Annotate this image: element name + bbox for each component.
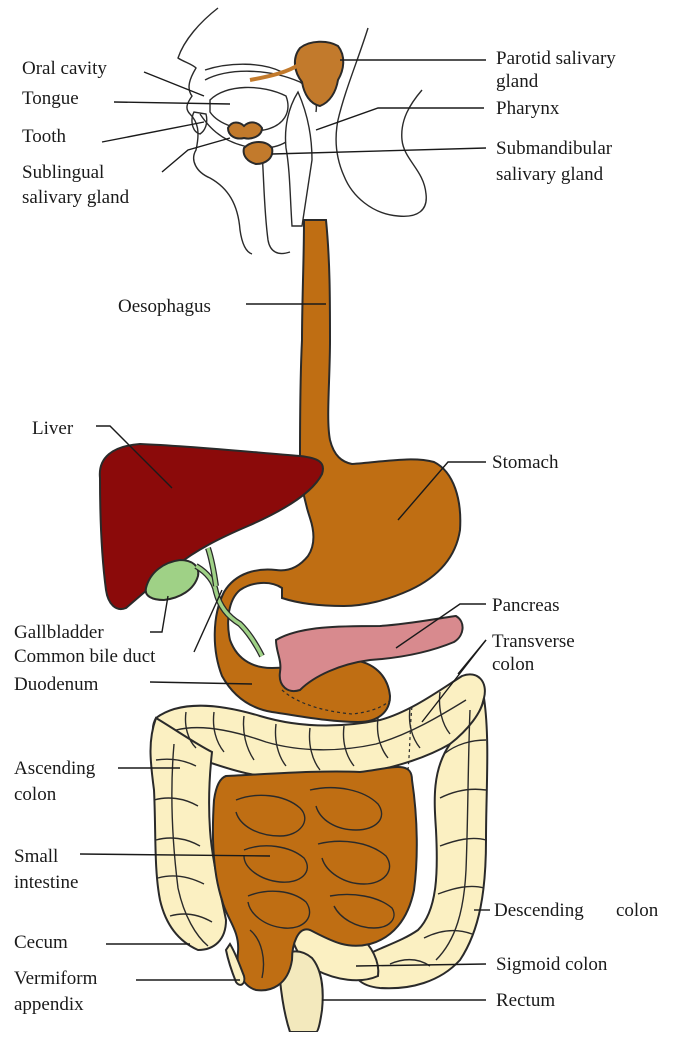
label-small-intestine-2: intestine — [14, 872, 78, 893]
label-parotid-2: gland — [496, 71, 539, 92]
pharynx-shape — [286, 92, 313, 226]
label-liver: Liver — [32, 418, 74, 439]
label-parotid-1: Parotid salivary — [496, 48, 616, 69]
label-pancreas: Pancreas — [492, 595, 560, 616]
label-tongue: Tongue — [22, 88, 79, 109]
label-submandibular-2: salivary gland — [496, 164, 604, 185]
label-transverse-2: colon — [492, 654, 535, 675]
sublingual-gland — [228, 122, 262, 138]
label-ascending-2: colon — [14, 784, 57, 805]
label-stomach: Stomach — [492, 452, 559, 473]
label-oral-cavity: Oral cavity — [22, 58, 107, 79]
label-duodenum: Duodenum — [14, 674, 99, 695]
label-gallbladder: Gallbladder — [14, 622, 104, 643]
label-appendix-2: appendix — [14, 994, 84, 1015]
label-rectum: Rectum — [496, 990, 555, 1011]
label-sublingual-2: salivary gland — [22, 187, 130, 208]
label-sigmoid: Sigmoid colon — [496, 954, 608, 975]
label-descending-1: Descending — [494, 900, 584, 921]
label-ascending-1: Ascending — [14, 758, 96, 779]
submandibular-gland — [244, 142, 273, 164]
label-cecum: Cecum — [14, 932, 68, 953]
label-appendix-1: Vermiform — [14, 968, 98, 989]
label-small-intestine-1: Small — [14, 846, 58, 867]
label-tooth: Tooth — [22, 126, 67, 147]
label-submandibular-1: Submandibular — [496, 138, 613, 159]
label-transverse-1: Transverse — [492, 631, 575, 652]
label-common-bile-duct: Common bile duct — [14, 646, 156, 667]
parotid-gland — [295, 42, 343, 106]
label-sublingual-1: Sublingual — [22, 162, 104, 183]
label-descending-2: colon — [616, 900, 659, 921]
label-pharynx: Pharynx — [496, 98, 560, 119]
label-oesophagus: Oesophagus — [118, 296, 211, 317]
head-outline — [178, 8, 426, 254]
